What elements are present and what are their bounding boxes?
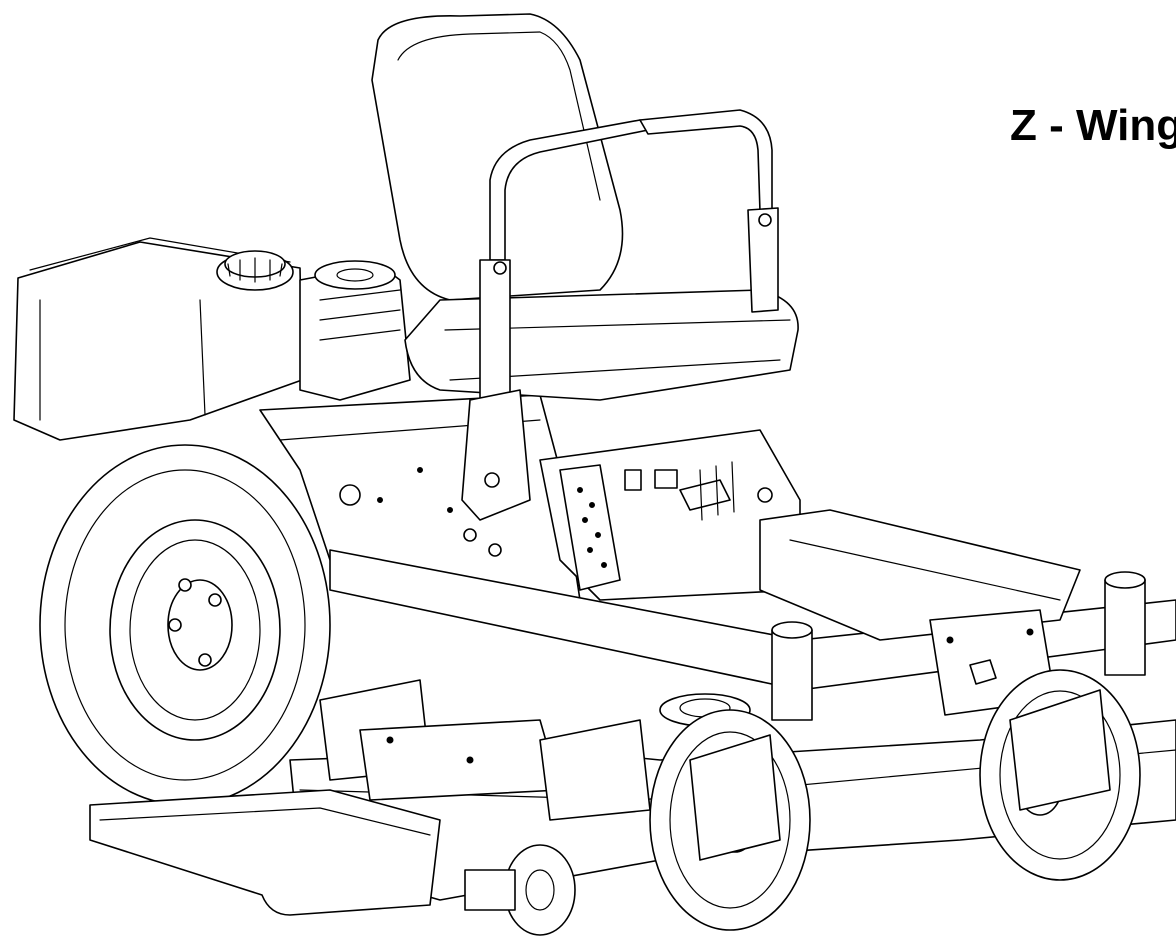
anti-scalp-roller: [464, 844, 576, 936]
right-caster-post: [1104, 571, 1146, 676]
fuel-cap: [216, 250, 294, 291]
perforated-bracket: [559, 464, 621, 591]
seat: [371, 13, 799, 401]
fuel-tank: [13, 237, 303, 441]
title-text: Z - Wing: [1010, 101, 1176, 150]
rear-drive-wheel: [39, 444, 331, 806]
right-control-lever: [639, 109, 779, 313]
left-control-lever: [461, 119, 649, 521]
left-caster-wheel: [649, 709, 811, 931]
discharge-chute: [89, 789, 441, 916]
engine: [299, 260, 411, 401]
left-caster-post: [771, 621, 813, 721]
right-caster-wheel: [979, 669, 1141, 881]
